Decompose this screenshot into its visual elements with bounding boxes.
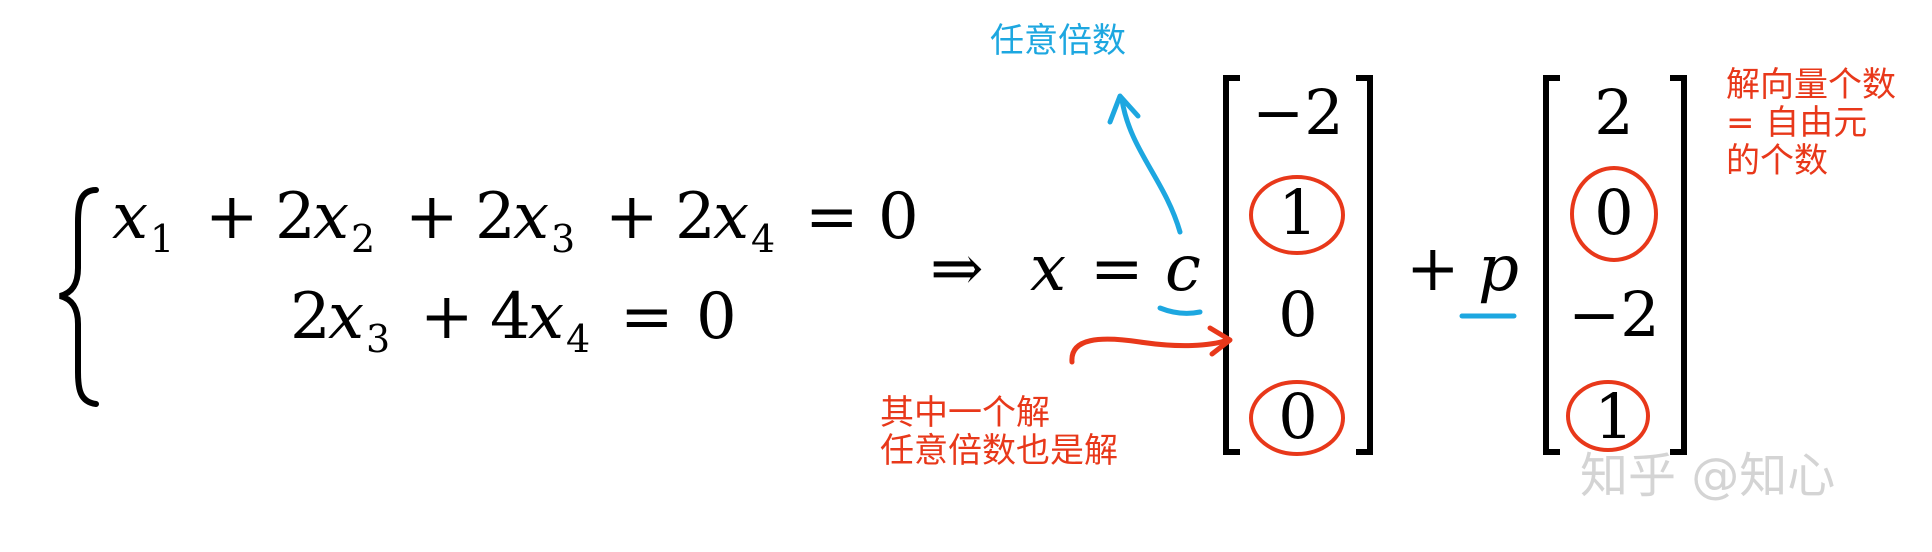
equation-1: x 1 + 2 x 2 + 2 x 3 + 2 x 4 = 0: [112, 180, 919, 261]
eq1-coef-4: 2: [675, 180, 716, 254]
eq1-x3: x: [513, 180, 549, 254]
right-note-line-2: = 自由元: [1726, 103, 1867, 143]
eq1-plus-2: +: [405, 180, 459, 254]
eq1-coef-2: 2: [275, 180, 316, 254]
eq1-rhs: 0: [878, 180, 919, 254]
vector1-left-bracket: [1223, 75, 1240, 455]
vector1-right-bracket: [1356, 75, 1373, 455]
vector1-entry-4: 0: [1278, 380, 1317, 453]
red-circle-vector2-entry-2: [1570, 166, 1658, 262]
eq1-plus-3: +: [605, 180, 659, 254]
eq1-x3-sub: 3: [551, 217, 575, 261]
eq2-x4-sub: 4: [566, 317, 590, 361]
equation-2: 2 x 3 + 4 x 4 = 0: [290, 280, 737, 361]
eq2-x3-sub: 3: [366, 317, 390, 361]
vector1-entry-1: −2: [1252, 76, 1343, 149]
vector2-left-bracket: [1543, 75, 1560, 455]
eq1-x1-sub: 1: [150, 217, 174, 261]
blue-underline-c: [1157, 305, 1203, 316]
eq2-plus: +: [420, 280, 474, 354]
red-circle-vector2-entry-4: [1566, 380, 1650, 452]
red-arrow-curve: [1069, 336, 1231, 365]
eq1-x4-sub: 4: [751, 217, 775, 261]
vector2-entry-3: −2: [1568, 278, 1659, 351]
blue-arrow-head: [1107, 93, 1141, 125]
coefficient-c: c: [1165, 232, 1201, 306]
eq1-x1: x: [112, 180, 148, 254]
system-brace: [59, 187, 99, 407]
blue-arrow-curve: [1119, 97, 1183, 235]
eq2-x4: x: [528, 280, 564, 354]
red-note-line-1: 其中一个解: [880, 393, 1050, 433]
eq2-x3: x: [328, 280, 364, 354]
vector2-entry-4: 1: [1594, 380, 1633, 453]
coefficient-p: p: [1478, 232, 1519, 306]
vector2-entry-2: 0: [1594, 176, 1633, 249]
eq1-coef-3: 2: [475, 180, 516, 254]
solution-equals: =: [1090, 232, 1144, 306]
watermark: 知乎 @知心: [1580, 448, 1835, 504]
eq2-coef-2: 4: [490, 280, 531, 354]
eq1-x2: x: [313, 180, 349, 254]
right-note-line-3: 的个数: [1726, 141, 1828, 181]
vector2-right-bracket: [1670, 75, 1687, 455]
red-circle-vector1-entry-2: [1249, 175, 1345, 255]
vector2-entry-1: 2: [1594, 76, 1633, 149]
eq1-x2-sub: 2: [351, 217, 375, 261]
right-note-line-1: 解向量个数: [1726, 65, 1896, 105]
eq2-equals: =: [620, 280, 674, 354]
eq1-x4: x: [713, 180, 749, 254]
vector1-entry-2: 1: [1278, 176, 1317, 249]
solution-x: x: [1030, 232, 1066, 306]
red-circle-vector1-entry-4: [1249, 380, 1345, 456]
solution-plus: +: [1406, 232, 1460, 306]
red-note-line-2: 任意倍数也是解: [880, 431, 1118, 471]
eq2-coef-1: 2: [290, 280, 331, 354]
red-arrow-head: [1207, 325, 1233, 357]
eq1-equals: =: [805, 180, 859, 254]
vector1-entry-3: 0: [1278, 278, 1317, 351]
eq2-rhs: 0: [696, 280, 737, 354]
blue-note: 任意倍数: [990, 21, 1126, 61]
eq1-plus-1: +: [205, 180, 259, 254]
implies-arrow: ⇒: [930, 232, 984, 306]
